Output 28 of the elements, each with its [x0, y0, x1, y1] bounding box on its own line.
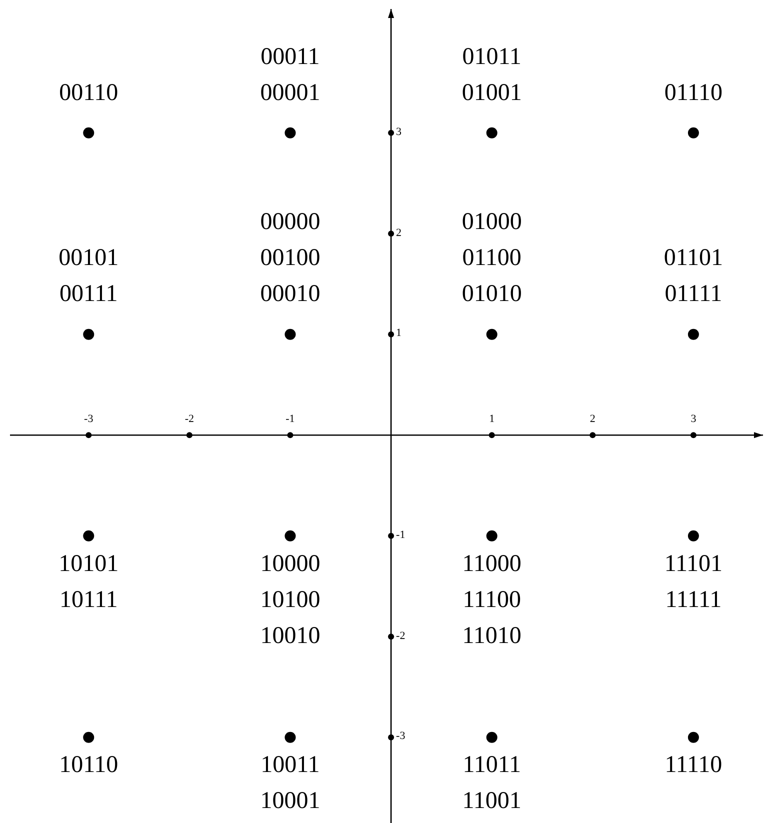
bit-label: 00000 00100 00010 [259, 208, 322, 310]
tick-label: 1 [489, 413, 495, 426]
bit-label: 01011 01001 [460, 42, 523, 108]
tick-label: 3 [396, 126, 402, 138]
bit-label: 01110 [663, 78, 724, 108]
bit-label: 10110 [58, 751, 120, 780]
bit-label: 00011 00001 [259, 42, 322, 108]
tick-label: 1 [396, 327, 402, 340]
bit-label: 11110 [664, 751, 724, 780]
tick-label: -1 [396, 528, 406, 541]
tick-label: 2 [590, 413, 596, 426]
bit-label: 00101 00111 [58, 244, 120, 310]
bit-label: 11101 11111 [663, 550, 724, 615]
bit-label: 11011 11001 [461, 751, 522, 816]
tick-label: 3 [690, 413, 696, 426]
tick-label: -2 [184, 413, 194, 426]
tick-label: -3 [396, 730, 406, 742]
bit-label: 10011 10001 [259, 751, 322, 816]
bit-label: 10000 10100 10010 [259, 550, 322, 651]
tick-label: 2 [396, 226, 402, 239]
tick-label: -1 [286, 413, 295, 426]
bit-label: 01000 01100 01010 [460, 208, 523, 310]
bit-label: 10101 10111 [58, 550, 120, 615]
bit-label: 11000 11100 11010 [461, 550, 522, 651]
bit-label: 00110 [58, 78, 120, 108]
tick-label: -2 [396, 630, 406, 642]
bit-label: 01101 01111 [662, 244, 724, 310]
tick-label: -3 [84, 413, 94, 426]
